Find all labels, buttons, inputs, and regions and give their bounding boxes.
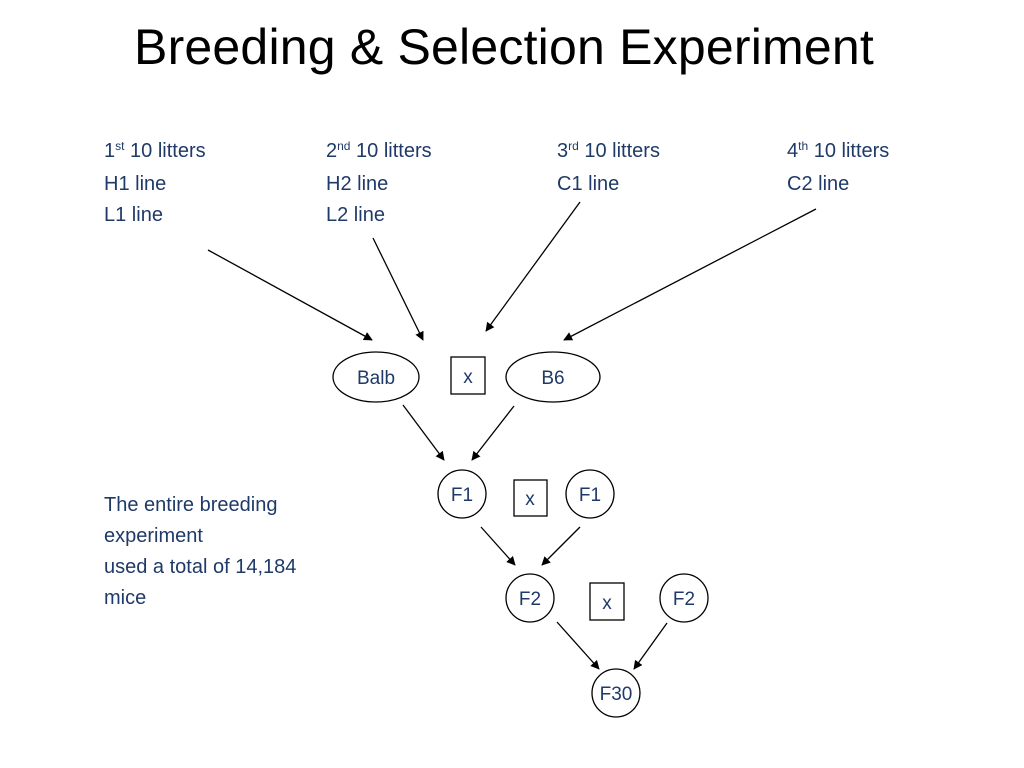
balb-label: Balb	[357, 368, 395, 389]
experiment-note: The entire breeding experiment used a to…	[104, 490, 354, 614]
note-line: mice	[104, 587, 147, 609]
ordinal-number: 2	[326, 140, 338, 162]
arrow-group4-to-b6	[563, 208, 817, 341]
ordinal-suffix: st	[115, 139, 125, 153]
line-name: L1 line	[104, 204, 163, 226]
arrow-f1-right-to-f2	[541, 526, 581, 566]
f2-left-label: F2	[519, 589, 541, 610]
litter-group-heading: 4th 10 litters	[787, 136, 889, 169]
litters-text: 10 litters	[584, 140, 660, 162]
f30-circle	[591, 668, 641, 718]
litters-text: 10 litters	[813, 140, 890, 162]
litters-text: 10 litters	[130, 140, 206, 162]
arrow-f2-left-to-f30	[556, 621, 600, 670]
f30-node: F30	[591, 668, 641, 718]
note-line: experiment	[104, 525, 203, 547]
ordinal-suffix: nd	[337, 139, 351, 153]
arrow-group2-to-balb	[372, 237, 424, 341]
slide-title: Breeding & Selection Experiment	[134, 19, 874, 75]
line-name: H2 line	[326, 173, 389, 195]
line-name: L2 line	[326, 204, 385, 226]
arrow-f2-right-to-f30	[633, 622, 668, 670]
arrow-f1-left-to-f2	[480, 526, 516, 566]
line-name: C2 line	[787, 173, 850, 195]
litter-group-heading: 2nd 10 litters	[326, 136, 432, 169]
litter-group-4: 4th 10 litters C2 line	[787, 136, 889, 200]
f1-left-circle	[437, 469, 487, 519]
f1-right-label: F1	[579, 485, 601, 506]
f2-right-node: F2	[659, 573, 709, 623]
litter-group-2: 2nd 10 litters H2 line L2 line	[326, 136, 432, 231]
b6-node: B6	[505, 351, 601, 403]
litter-group-1: 1st 10 litters H1 line L1 line	[104, 136, 206, 231]
note-line: used a total of 14,184	[104, 556, 297, 578]
arrow-group3-to-b6	[485, 201, 581, 332]
litters-text: 10 litters	[356, 140, 432, 162]
litter-group-heading: 1st 10 litters	[104, 136, 206, 169]
cross-symbol: x	[525, 489, 535, 510]
balb-node: Balb	[332, 351, 420, 403]
line-name: H1 line	[104, 173, 167, 195]
b6-ellipse	[505, 351, 601, 403]
f2-right-label: F2	[673, 589, 695, 610]
b6-label: B6	[541, 368, 564, 389]
ordinal-number: 1	[104, 140, 116, 162]
line-name: C1 line	[557, 173, 620, 195]
note-line: The entire breeding	[104, 494, 278, 516]
litter-group-3: 3rd 10 litters C1 line	[557, 136, 660, 200]
f1-right-node: F1	[565, 469, 615, 519]
cross-box-rect	[513, 479, 548, 517]
ordinal-suffix: rd	[568, 139, 579, 153]
cross-box-rect	[589, 582, 625, 621]
f1-right-circle	[565, 469, 615, 519]
arrow-b6-to-f1	[471, 405, 515, 461]
cross-box-1: x	[450, 356, 486, 395]
litter-group-heading: 3rd 10 litters	[557, 136, 660, 169]
cross-symbol: x	[602, 593, 612, 614]
balb-ellipse	[332, 351, 420, 403]
f2-left-node: F2	[505, 573, 555, 623]
f1-left-label: F1	[451, 485, 473, 506]
ordinal-number: 3	[557, 140, 569, 162]
ordinal-number: 4	[787, 140, 799, 162]
cross-box-3: x	[589, 582, 625, 621]
f30-label: F30	[600, 684, 633, 705]
f2-right-circle	[659, 573, 709, 623]
cross-box-rect	[450, 356, 486, 395]
cross-box-2: x	[513, 479, 548, 517]
f2-left-circle	[505, 573, 555, 623]
arrow-balb-to-f1	[402, 404, 445, 461]
cross-symbol: x	[463, 367, 473, 388]
arrow-group1-to-balb	[207, 249, 373, 341]
ordinal-suffix: th	[798, 139, 809, 153]
f1-left-node: F1	[437, 469, 487, 519]
